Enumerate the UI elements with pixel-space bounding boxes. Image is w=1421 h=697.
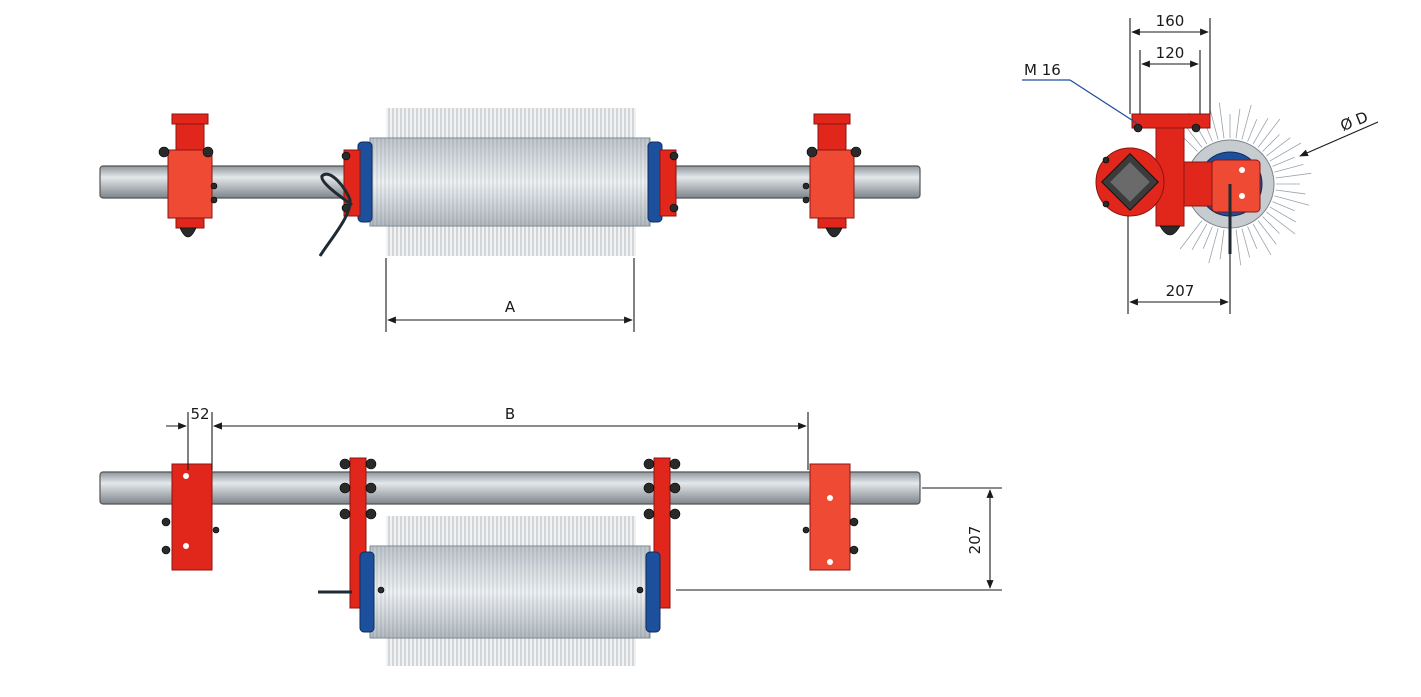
thread-label: M 16 <box>1024 61 1061 79</box>
bristle-ray <box>1272 156 1295 167</box>
front-view: A <box>99 108 921 332</box>
bristle-ray <box>1247 226 1258 249</box>
dimension-160-label: 160 <box>1156 12 1185 30</box>
bristle-ray <box>1252 223 1272 256</box>
dimension-b-label: B <box>505 405 515 423</box>
diameter-callout: Ø D <box>1299 108 1379 157</box>
hub-right-bottom <box>645 551 661 633</box>
dimension-52-label: 52 <box>190 405 209 423</box>
brush-roller-bottom <box>369 516 651 666</box>
thread-callout: M 16 <box>1022 61 1139 125</box>
bristle-ray <box>1252 117 1269 145</box>
bracket-left-bottom <box>161 463 220 571</box>
bracket-right-top <box>802 113 862 238</box>
bristle-ray <box>1269 206 1297 223</box>
dimension-b: B <box>213 405 809 470</box>
bristle-ray <box>1241 228 1251 258</box>
cable-top <box>318 172 353 257</box>
dimension-120-label: 120 <box>1156 44 1185 62</box>
shaft-bottom <box>99 471 921 505</box>
bristle-ray <box>1218 102 1225 139</box>
bristle-ray <box>1257 118 1281 148</box>
bristle-ray <box>1209 110 1219 140</box>
bristle-ray <box>1262 216 1280 234</box>
dimension-207-side-label: 207 <box>1166 282 1195 300</box>
bristle-ray <box>1274 163 1304 173</box>
bristle-ray <box>1208 228 1219 264</box>
bristle-ray <box>1275 172 1312 179</box>
hub-left-bottom <box>359 551 375 633</box>
bristle-ray <box>1266 137 1291 157</box>
dimension-a: A <box>385 258 635 332</box>
bristle-ray <box>1219 229 1225 260</box>
bracket-right-bottom <box>802 463 859 571</box>
bristle-ray <box>1179 220 1203 250</box>
diameter-label: Ø D <box>1338 108 1371 135</box>
dimension-207-plan-label: 207 <box>966 526 984 555</box>
dimension-207-plan: 207 <box>676 487 1002 591</box>
bristle-ray <box>1269 142 1302 162</box>
dimension-52: 52 <box>166 405 234 470</box>
bristle-ray <box>1247 119 1258 142</box>
bristle-ray <box>1274 195 1310 206</box>
plan-view: 52 B 207 <box>99 405 1002 666</box>
bristle-ray <box>1262 134 1280 152</box>
bristle-ray <box>1202 226 1213 249</box>
bristle-ray <box>1275 189 1306 195</box>
dimension-120: 120 <box>1139 44 1201 114</box>
bracket-left-top <box>158 113 218 238</box>
dimension-a-label: A <box>505 298 516 316</box>
side-view: 160 120 M 16 Ø D 207 <box>1022 12 1379 314</box>
dimension-160: 160 <box>1129 12 1211 114</box>
bristle-ray <box>1241 104 1252 140</box>
bristle-ray <box>1272 201 1295 212</box>
bristle-ray <box>1235 108 1241 139</box>
bristle-ray <box>1235 229 1242 266</box>
brush-roller-top <box>369 108 651 256</box>
bristle-ray <box>1266 211 1296 235</box>
dimension-207-side: 207 <box>1127 216 1231 314</box>
bristle-ray <box>1191 223 1208 251</box>
bristle-ray <box>1257 220 1277 245</box>
